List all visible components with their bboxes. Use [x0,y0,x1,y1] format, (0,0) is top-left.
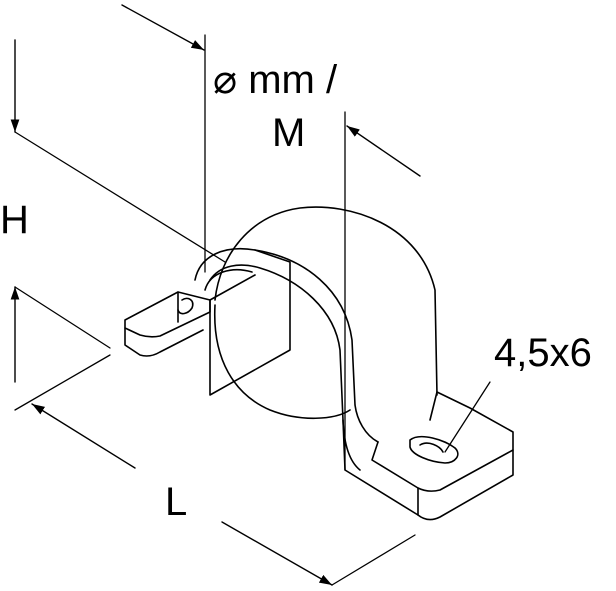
length-dimension [14,354,416,586]
height-label: H [0,198,29,242]
thread-label: M [272,111,306,155]
pipe-clip [124,206,514,521]
hole-size-label: 4,5x6 [494,331,592,375]
height-dimension [10,39,226,383]
diameter-label: ⌀ mm / [213,58,338,102]
diameter-dimension [121,4,421,471]
length-label: L [165,480,188,524]
